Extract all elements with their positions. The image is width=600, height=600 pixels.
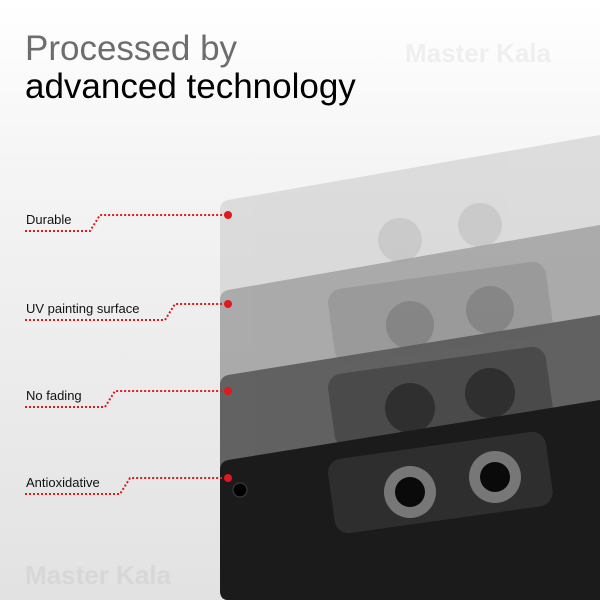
callout-dot-uv xyxy=(224,300,232,308)
headline: Processed by advanced technology xyxy=(25,30,356,106)
callout-line-fading xyxy=(25,390,228,408)
feature-label-fading: No fading xyxy=(26,388,82,403)
callout-lines xyxy=(25,214,228,495)
headline-line-1: Processed by xyxy=(25,29,238,68)
callout-dot-antioxidative xyxy=(224,474,232,482)
callout-line-durable xyxy=(25,214,228,232)
case-layer-4 xyxy=(220,400,600,600)
watermark-bottom: Master Kala xyxy=(25,560,171,590)
feature-label-uv: UV painting surface xyxy=(26,301,140,316)
feature-label-durable: Durable xyxy=(26,212,72,227)
watermark-top: Master Kala xyxy=(405,38,551,68)
feature-label-antioxidative: Antioxidative xyxy=(26,475,100,490)
callout-dot-durable xyxy=(224,211,232,219)
callout-dot-fading xyxy=(224,387,232,395)
callout-line-uv xyxy=(25,303,228,321)
headline-line-2: advanced technology xyxy=(25,67,356,106)
callout-line-antioxidative xyxy=(25,477,228,495)
